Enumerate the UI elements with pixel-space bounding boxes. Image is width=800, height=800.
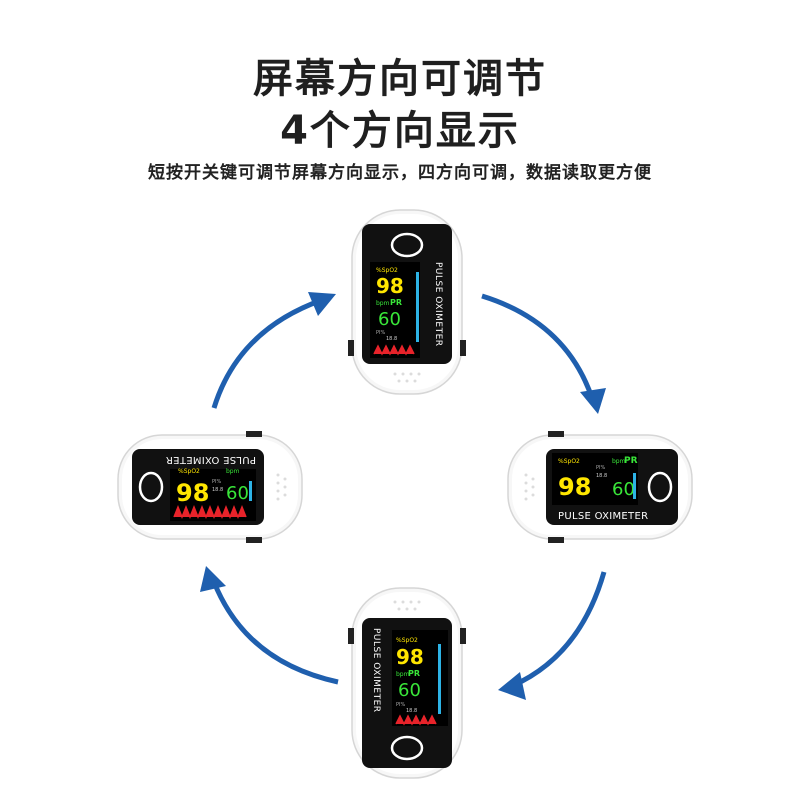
pr-value-left: 60 <box>226 483 249 504</box>
spo2-value-bottom: 98 <box>396 645 424 669</box>
svg-text:bpm: bpm <box>376 300 390 307</box>
heading-line1: 屏幕方向可调节 <box>253 56 547 102</box>
pr-value-right: 60 <box>612 479 635 500</box>
svg-text:18.8: 18.8 <box>596 473 607 479</box>
arrow-bottom-left-head <box>200 566 226 592</box>
svg-text:%SpO2: %SpO2 <box>178 468 200 475</box>
svg-text:18.8: 18.8 <box>386 336 397 342</box>
svg-text:PI%: PI% <box>396 702 405 708</box>
pr-value-top: 60 <box>378 309 401 330</box>
power-button-icon <box>390 232 424 258</box>
subtitle: 短按开关键可调节屏幕方向显示，四方向可调，数据读取更方便 <box>148 163 652 183</box>
brand-label-top: PULSE OXIMETER <box>433 262 443 347</box>
svg-text:PR: PR <box>390 298 402 307</box>
arrow-top-right <box>481 293 595 399</box>
arrow-top-left <box>211 297 323 409</box>
arrow-top-right-head <box>580 388 606 414</box>
svg-text:bpm: bpm <box>396 671 410 678</box>
spo2-value-top: 98 <box>376 274 404 298</box>
svg-text:PR: PR <box>624 456 638 466</box>
arrow-bottom-right <box>510 571 607 689</box>
svg-text:18.8: 18.8 <box>406 708 417 714</box>
power-button-icon <box>647 471 673 503</box>
arrow-top-left-head <box>308 292 336 316</box>
svg-text:18.8: 18.8 <box>212 487 223 493</box>
svg-text:bpm: bpm <box>612 458 626 465</box>
brand-label-left: PULSE OXIMETER <box>166 454 256 465</box>
svg-text:PI%: PI% <box>376 330 385 336</box>
brand-label-bottom: PULSE OXIMETER <box>371 628 381 713</box>
device-bottom: PULSE OXIMETER %SpO2 98 bpm PR 60 PI% 18… <box>348 587 466 779</box>
power-button-icon <box>390 735 424 761</box>
svg-text:PI%: PI% <box>212 479 221 485</box>
svg-text:bpm: bpm <box>226 468 240 475</box>
spo2-value-left: 98 <box>176 479 209 507</box>
brand-label-right: PULSE OXIMETER <box>558 511 648 522</box>
svg-text:%SpO2: %SpO2 <box>396 637 418 644</box>
heading-line2: 4个方向显示 <box>280 108 520 154</box>
svg-text:%SpO2: %SpO2 <box>376 267 398 274</box>
device-right: %SpO2 98 PI% 18.8 bpm PR 60 PULSE OXIMET… <box>507 431 693 543</box>
device-left: PULSE OXIMETER %SpO2 98 PI% 18.8 bpm 60 <box>117 431 303 543</box>
svg-text:PI%: PI% <box>596 465 605 471</box>
arrow-bottom-right-head <box>498 672 526 700</box>
power-button-icon <box>138 471 164 503</box>
arrow-bottom-left <box>211 581 339 685</box>
svg-text:%SpO2: %SpO2 <box>558 458 580 465</box>
pr-value-bottom: 60 <box>398 680 421 701</box>
svg-text:PR: PR <box>408 669 420 678</box>
device-top: %SpO2 98 bpm PR 60 PI% 18.8 PULSE OXIMET… <box>348 209 466 395</box>
spo2-value-right: 98 <box>558 473 591 501</box>
